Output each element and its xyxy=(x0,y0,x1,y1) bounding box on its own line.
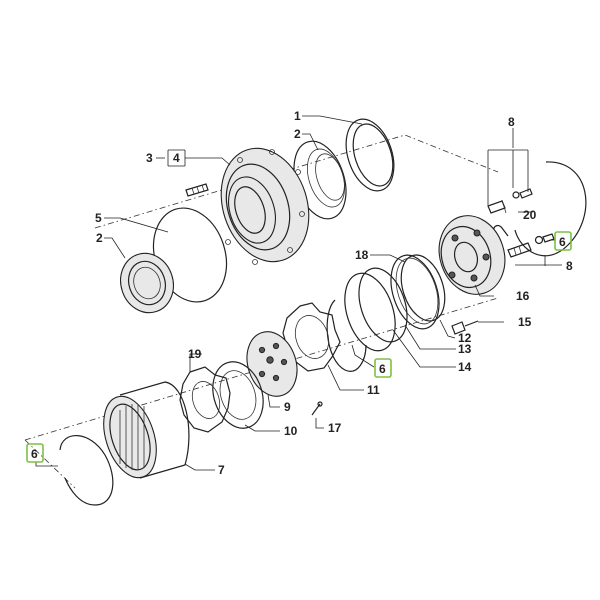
callout-16: 16 xyxy=(516,289,530,303)
callout-6-middle: 6 xyxy=(379,362,386,376)
part-4-stud xyxy=(185,183,209,197)
callout-15: 15 xyxy=(518,315,532,329)
part-16-piston-plate xyxy=(438,215,506,295)
callout-3: 3 xyxy=(146,151,153,165)
callout-12: 12 xyxy=(458,331,472,345)
part-8-screw-set-lower xyxy=(507,233,555,258)
callout-18: 18 xyxy=(355,248,369,262)
part-17-pin xyxy=(311,401,323,416)
callout-17: 17 xyxy=(328,421,342,435)
callout-7: 7 xyxy=(218,463,225,477)
callout-5: 5 xyxy=(95,211,102,225)
callout-6-left: 6 xyxy=(31,447,38,461)
callout-11: 11 xyxy=(367,383,380,397)
part-10-friction-plates xyxy=(179,361,264,433)
callout-1: 1 xyxy=(294,109,301,123)
part-9-pressure-plate xyxy=(246,331,298,397)
callout-6-highlight-left xyxy=(26,443,44,463)
part-14-snap-ring xyxy=(344,272,396,352)
callout-19: 19 xyxy=(188,347,202,361)
boundary-line-left xyxy=(24,439,76,489)
callout-10: 10 xyxy=(284,424,298,438)
part-3-hub-housing xyxy=(220,147,310,265)
part-6-snap-ring-middle xyxy=(326,299,367,372)
part-15-bolt xyxy=(451,320,479,335)
part-1-seal-ring xyxy=(345,118,395,192)
part-6-snap-ring-right xyxy=(514,161,587,257)
part-8-screw-set-upper xyxy=(487,188,533,214)
callout-6-highlight-right xyxy=(554,231,572,251)
callout-6-right: 6 xyxy=(559,235,566,249)
callout-4: 4 xyxy=(173,151,180,165)
part-12-ring xyxy=(390,254,440,330)
part-11-friction-disc xyxy=(282,302,341,372)
part-6-snap-ring-left xyxy=(59,435,114,506)
callout-13: 13 xyxy=(458,342,472,356)
callout-6-highlight-middle xyxy=(374,358,392,378)
part-13-snap-ring xyxy=(358,267,408,343)
leader-lines xyxy=(35,115,562,471)
callout-2-lower: 2 xyxy=(96,231,103,245)
callout-9: 9 xyxy=(284,400,291,414)
callout-8-lower: 8 xyxy=(566,259,573,273)
callout-14: 14 xyxy=(458,360,472,374)
part-2-bearing-lower xyxy=(120,252,174,314)
part-7-clutch-drum xyxy=(103,381,190,479)
callout-20: 20 xyxy=(523,208,537,222)
callout-8-upper: 8 xyxy=(508,115,515,129)
callout-2-upper: 2 xyxy=(294,127,301,141)
